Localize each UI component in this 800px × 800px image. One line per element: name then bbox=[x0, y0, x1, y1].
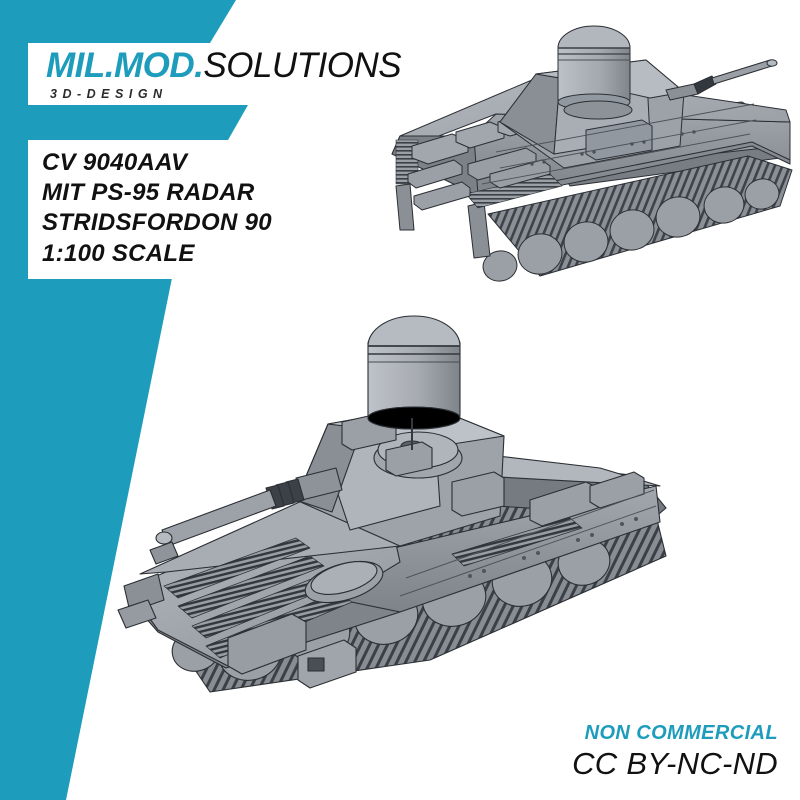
brand-wordmark-dark: SOLUTIONS bbox=[203, 45, 402, 85]
teal-strip-left-upper bbox=[0, 43, 28, 105]
turret-stowage-box bbox=[585, 119, 653, 161]
license-cc-label: CC BY-NC-ND bbox=[572, 746, 778, 782]
autocannon-barrel bbox=[149, 467, 343, 565]
sight-boxes bbox=[341, 411, 505, 517]
ps95-radar-dome bbox=[367, 315, 461, 430]
ps95-radar-dome bbox=[557, 25, 631, 111]
headlight-cluster bbox=[297, 639, 357, 689]
spec-line-model: CV 9040AAV bbox=[42, 149, 188, 176]
render-cv9040aav-rear-quarter bbox=[391, 25, 793, 282]
spec-line-scale: 1:100 SCALE bbox=[42, 239, 195, 267]
teal-band-middle bbox=[0, 105, 248, 140]
brand-wordmark-teal: MIL.MOD. bbox=[46, 45, 204, 85]
hull-detail-lines bbox=[399, 489, 657, 597]
radar-base-ring bbox=[563, 100, 633, 120]
deck-tube-rack bbox=[467, 147, 551, 189]
road-wheels bbox=[482, 178, 780, 282]
side-tubes bbox=[407, 159, 471, 211]
hull-stowage bbox=[529, 471, 645, 527]
rear-flap-right bbox=[467, 201, 491, 259]
side-deck-grill bbox=[451, 517, 583, 567]
brand-logo: MIL.MOD.SOLUTIONS 3D-DESIGN bbox=[28, 43, 448, 105]
rear-flap-left bbox=[395, 183, 415, 231]
hull-rivets bbox=[468, 517, 638, 578]
front-tow-fitting bbox=[117, 599, 157, 629]
driver-hatch bbox=[304, 560, 384, 604]
teal-band-top bbox=[0, 0, 236, 43]
trim-vane bbox=[123, 573, 165, 613]
hull-detail-lines bbox=[481, 103, 757, 185]
brand-wordmark: MIL.MOD.SOLUTIONS bbox=[28, 48, 448, 83]
product-spec-list: CV 9040AAV MIT PS-95 RADAR STRIDSFORDON … bbox=[28, 140, 338, 279]
spec-line-radar: MIT PS-95 RADAR bbox=[42, 179, 255, 207]
brand-subtitle: 3D-DESIGN bbox=[50, 86, 168, 101]
license-non-commercial-label: NON COMMERCIAL bbox=[584, 722, 778, 745]
spec-line-designation: STRIDSFORDON 90 bbox=[42, 209, 272, 237]
autocannon-barrel bbox=[665, 59, 778, 101]
render-cv9040aav-front-quarter bbox=[117, 315, 667, 693]
hull-rivets bbox=[530, 130, 696, 166]
license-block: NON COMMERCIAL CC BY-NC-ND bbox=[572, 722, 778, 782]
front-stowage-bin bbox=[227, 613, 307, 675]
